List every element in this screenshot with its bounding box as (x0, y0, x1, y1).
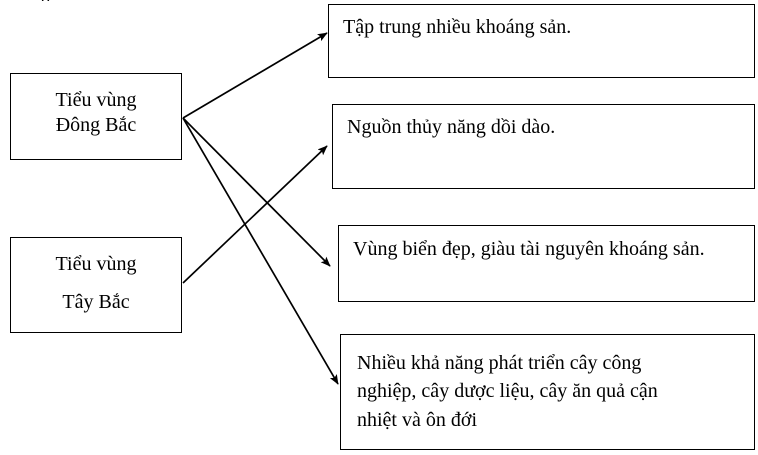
source-box-dong-bac[interactable]: Tiểu vùng Đông Bắc (10, 73, 182, 160)
destination-vung-bien-text: Vùng biển đẹp, giàu tài nguyên khoáng sả… (353, 238, 705, 260)
destination-cay-cong-nghiep-text: Nhiều khả năng phát triển cây công nghiệ… (357, 352, 658, 431)
arrow-dong-bac-to-khoang-san (182, 32, 328, 119)
source-tay-bac-line2: Tây Bắc (62, 291, 130, 313)
destination-khoang-san-text: Tập trung nhiều khoáng sản. (343, 16, 572, 38)
source-box-tay-bac[interactable]: Tiểu vùng Tây Bắc (10, 237, 182, 333)
destination-box-khoang-san[interactable]: Tập trung nhiều khoáng sản. (328, 4, 755, 78)
destination-box-thuy-nang[interactable]: Nguồn thủy năng dồi dào. (332, 104, 755, 189)
arrow-dong-bac-to-vung-bien (182, 117, 331, 267)
arrow-dong-bac-to-cay-cong-nghiep (182, 117, 339, 385)
destination-thuy-nang-text: Nguồn thủy năng dồi dào. (347, 116, 556, 138)
source-dong-bac-line2: Đông Bắc (55, 114, 137, 136)
destination-box-cay-cong-nghiep[interactable]: Nhiều khả năng phát triển cây công nghiệ… (340, 334, 755, 450)
source-dong-bac-line1: Tiểu vùng (55, 89, 137, 111)
arrow-tay-bac-to-thuy-nang (182, 145, 328, 284)
clipped-glyph-artifact: ộ (41, 0, 50, 1)
source-tay-bac-line1: Tiểu vùng (55, 253, 137, 275)
destination-box-vung-bien[interactable]: Vùng biển đẹp, giàu tài nguyên khoáng sả… (338, 225, 755, 302)
